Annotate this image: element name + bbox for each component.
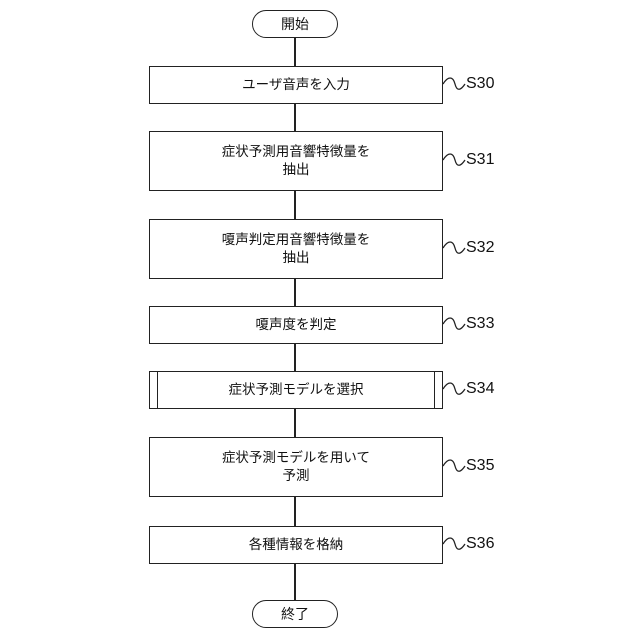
- step-s35-leader: [443, 458, 465, 474]
- step-s36-leader: [443, 536, 465, 552]
- step-s33-text-line-1: 嗄声度を判定: [256, 316, 337, 334]
- start-label: 開始: [281, 14, 309, 34]
- step-s30-box: ユーザ音声を入力: [149, 66, 443, 104]
- step-s30-id: S30: [466, 75, 494, 93]
- step-s31-text-line-1: 症状予測用音響特徴量を: [222, 143, 371, 161]
- step-s33-leader: [443, 316, 465, 332]
- step-s35-box: 症状予測モデルを用いて 予測: [149, 437, 443, 497]
- step-s34-text-line-1: 症状予測モデルを選択: [229, 381, 364, 399]
- step-s34-leader: [443, 381, 465, 397]
- step-s30-text-line-1: ユーザ音声を入力: [242, 76, 350, 94]
- step-s31-box: 症状予測用音響特徴量を 抽出: [149, 131, 443, 191]
- step-s30-leader: [443, 76, 465, 92]
- step-s32-text-line-2: 抽出: [283, 249, 310, 267]
- step-s36-id: S36: [466, 535, 494, 553]
- start-terminal: 開始: [252, 10, 338, 38]
- step-s31-text-line-2: 抽出: [283, 161, 310, 179]
- step-s34-box: 症状予測モデルを選択: [149, 371, 443, 409]
- step-s36-text-line-1: 各種情報を格納: [249, 536, 344, 554]
- step-s32-id: S32: [466, 239, 494, 257]
- step-s31-id: S31: [466, 151, 494, 169]
- end-label: 終了: [281, 604, 309, 624]
- step-s34-id: S34: [466, 380, 494, 398]
- step-s31-leader: [443, 152, 465, 168]
- step-s36-box: 各種情報を格納: [149, 526, 443, 564]
- step-s35-id: S35: [466, 457, 494, 475]
- step-s32-leader: [443, 240, 465, 256]
- end-terminal: 終了: [252, 600, 338, 628]
- step-s35-text-line-2: 予測: [283, 467, 310, 485]
- step-s32-text-line-1: 嗄声判定用音響特徴量を: [222, 231, 371, 249]
- step-s33-box: 嗄声度を判定: [149, 306, 443, 344]
- step-s33-id: S33: [466, 315, 494, 333]
- step-s32-box: 嗄声判定用音響特徴量を 抽出: [149, 219, 443, 279]
- step-s35-text-line-1: 症状予測モデルを用いて: [222, 449, 370, 467]
